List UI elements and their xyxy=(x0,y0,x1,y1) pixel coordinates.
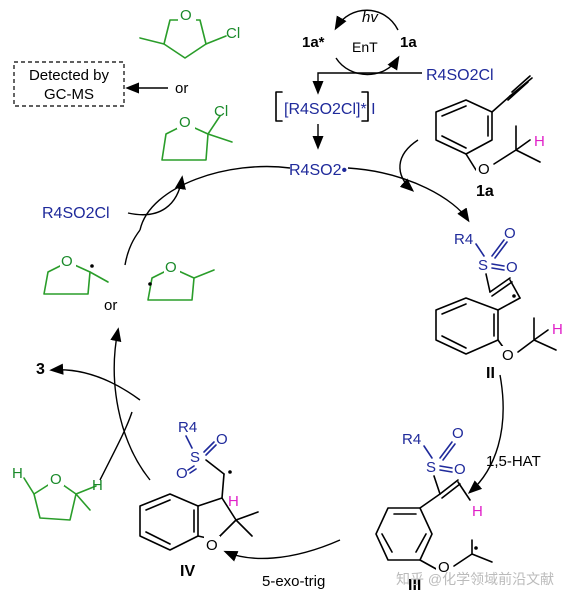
chloro-thf-b: O Cl xyxy=(161,103,233,161)
IV-ring-oxygen: O xyxy=(206,537,218,554)
chloro-thf-a: O Cl xyxy=(139,6,240,59)
detected-line1: Detected by xyxy=(29,67,110,84)
cycle-arc-right xyxy=(467,374,504,494)
intermediate-I-text: [R4SO2Cl]* I xyxy=(284,101,376,118)
II-ether-oxygen: O xyxy=(502,347,514,364)
watermark: 知乎 @化学领域前沿文献 xyxy=(396,571,554,587)
to-product-arrow xyxy=(49,363,141,401)
cycle-arc-left xyxy=(110,327,151,481)
IV-h: H xyxy=(228,493,239,510)
thf-a-chlorine: Cl xyxy=(226,25,240,42)
II-sulfur: S xyxy=(478,257,488,274)
II-oxygen-a: O xyxy=(504,225,516,242)
reagent-left: R4SO2Cl xyxy=(42,205,110,222)
thf-radical-b-oxygen: O xyxy=(165,259,177,276)
hat-step-label: 1,5-HAT xyxy=(486,453,541,470)
catalyst-label: 1a xyxy=(400,34,417,51)
intermediate-II: R4 S O O O H II xyxy=(435,225,563,382)
cycle-arc-bottom xyxy=(223,539,341,562)
cycle-arc-left-upper xyxy=(124,229,141,266)
detected-line2: GC-MS xyxy=(44,86,94,103)
II-h: H xyxy=(552,321,563,338)
cycle-arc-top xyxy=(139,165,291,231)
thf-radical-a: O xyxy=(43,252,109,295)
ent-cycle: hv 1a* 1a EnT xyxy=(302,9,417,76)
II-label: II xyxy=(486,365,495,382)
II-r4: R4 xyxy=(454,231,473,248)
IV-label: IV xyxy=(180,563,195,580)
IV-oxygen-b: O xyxy=(176,465,188,482)
thf-a-oxygen: O xyxy=(180,7,192,24)
reagent-feed-arrow xyxy=(312,72,422,95)
III-ether-oxygen: O xyxy=(438,559,450,576)
IV-r4: R4 xyxy=(178,419,197,436)
substrate-label: 1a xyxy=(476,183,494,200)
II-oxygen-b: O xyxy=(506,259,518,276)
cycle-arc-right-top xyxy=(347,167,470,223)
product-3-label: 3 xyxy=(36,361,45,378)
intermediate-IV: R4 S O O H O IV xyxy=(139,419,259,580)
ent-label: EnT xyxy=(352,39,378,55)
ent-lower-arrow xyxy=(335,55,400,76)
III-sulfur: S xyxy=(426,459,436,476)
methyl-thf-h-left: H xyxy=(12,465,23,482)
III-oxygen-b: O xyxy=(454,461,466,478)
methyl-thf: O H H xyxy=(12,465,103,521)
IV-sulfur: S xyxy=(190,449,200,466)
thf-radical-b: O xyxy=(147,258,215,301)
or-top: or xyxy=(175,80,188,97)
substrate-in-arrow xyxy=(399,139,419,192)
III-oxygen-a: O xyxy=(452,425,464,442)
hv-label: hv xyxy=(362,9,379,26)
hat-to-thf-arrow xyxy=(99,411,133,481)
reagent-top: R4SO2Cl xyxy=(426,67,494,84)
substrate-h: H xyxy=(534,133,545,150)
sulfonyl-radical: R4SO2• xyxy=(289,162,347,179)
substrate-1a: O H 1a xyxy=(435,75,545,200)
substrate-oxygen: O xyxy=(478,161,490,178)
chlorination-arrow xyxy=(127,175,186,216)
III-label: III xyxy=(408,577,421,594)
thf-b-oxygen: O xyxy=(179,114,191,131)
excited-catalyst-label: 1a* xyxy=(302,34,325,51)
detected-box: Detected by GC-MS xyxy=(13,61,125,107)
or-middle: or xyxy=(104,297,117,314)
methyl-thf-oxygen: O xyxy=(50,471,62,488)
intermediate-I: [R4SO2Cl]* I xyxy=(275,91,376,122)
sulfonyl-radical-text: R4SO2• xyxy=(289,162,347,179)
III-r4: R4 xyxy=(402,431,421,448)
III-h: H xyxy=(472,503,483,520)
thf-radical-a-oxygen: O xyxy=(61,253,73,270)
methyl-thf-h-right: H xyxy=(92,477,103,494)
cyclization-step-label: 5-exo-trig xyxy=(262,573,325,590)
intermediate-III: R4 S O O H O III xyxy=(375,425,493,594)
ent-upper-arrow xyxy=(334,9,399,31)
thf-b-chlorine: Cl xyxy=(214,103,228,120)
IV-oxygen-a: O xyxy=(216,431,228,448)
